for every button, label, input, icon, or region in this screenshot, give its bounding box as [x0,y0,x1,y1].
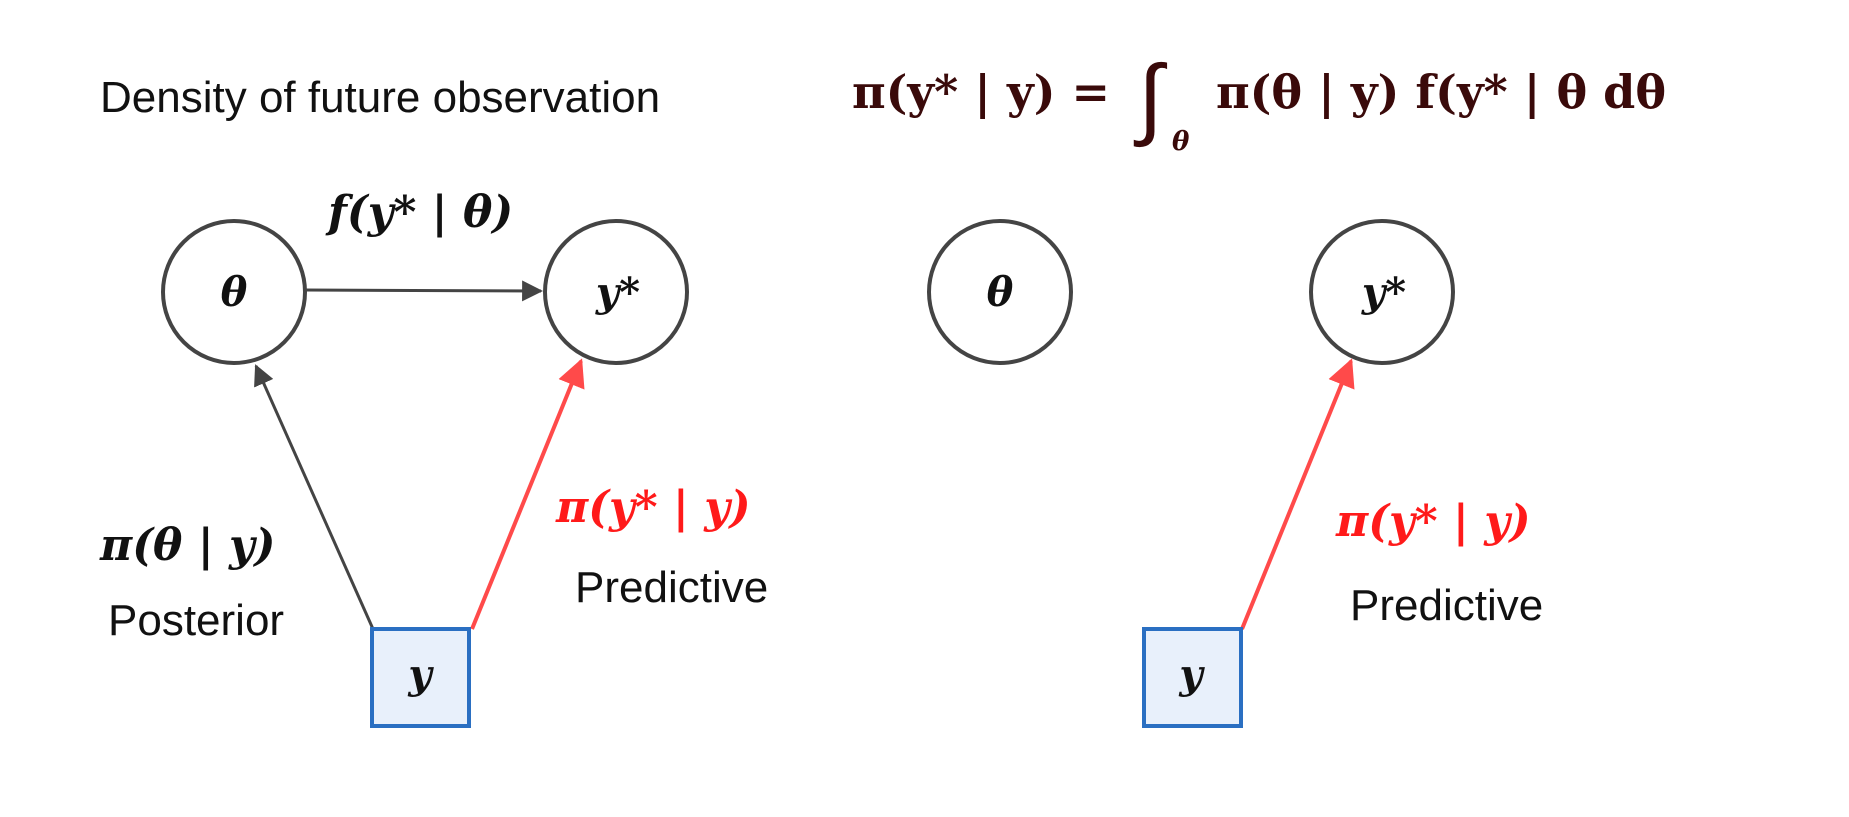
right-diagram: θ y* y π(y* | y) Predictive [927,219,1543,728]
predictive-formula-right: π(y* | y) [1335,496,1531,547]
predictive-label-right: Predictive [1350,581,1543,630]
node-y-observed: y [370,627,471,728]
node-y-label: y [407,651,434,698]
svg-text:π(y* | y) =: π(y* | y) = [852,65,1110,119]
edge-theta-to-ystar [304,280,544,302]
formula-rhs: π(θ | y) f(y* | θ dθ [1216,65,1666,119]
node-y-star-right: y* [1309,219,1455,365]
page-title: Density of future observation [100,73,660,122]
predictive-formula: π(y* | y) [555,482,751,533]
node-y-star-label: y* [595,269,640,316]
node-theta: θ [161,219,307,365]
edge-y-to-ystar-right [1240,358,1355,630]
likelihood-label: f(y* | θ) [325,187,513,238]
edge-y-to-ystar [470,358,585,630]
node-theta-right-label: θ [987,269,1014,316]
predictive-label: Predictive [575,563,768,612]
posterior-formula: π(θ | y) [99,520,275,571]
node-theta-label: θ [221,269,248,316]
integral-subscript: θ [1172,127,1190,157]
node-y-observed-right: y [1142,627,1243,728]
formula-lhs: π(y* | y) = [852,65,1110,119]
node-theta-right: θ [927,219,1073,365]
integral-sign: ∫ [1133,48,1167,148]
posterior-label: Posterior [108,596,284,645]
left-diagram: θ y* y f(y* | θ) π(θ | y) Posterior π(y*… [99,187,768,728]
node-y-star-right-label: y* [1361,269,1406,316]
edge-y-to-theta [254,364,375,630]
node-y-star: y* [543,219,689,365]
node-y-right-label: y [1178,651,1205,698]
predictive-density-formula: π(y* | y) = ∫ θ π(θ | y) f(y* | θ dθ [852,48,1666,157]
